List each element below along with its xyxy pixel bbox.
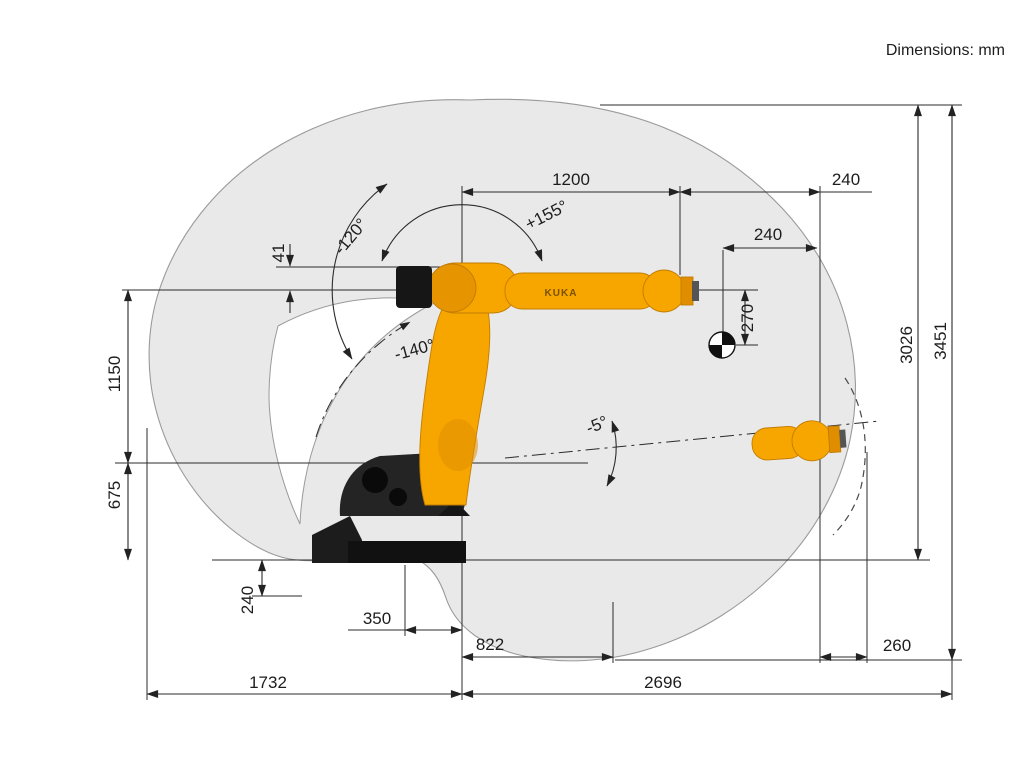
dim-41-label: 41 bbox=[269, 244, 288, 263]
dim-3026-label: 3026 bbox=[897, 326, 916, 364]
robot-brand-label: KUKA bbox=[545, 288, 578, 299]
dim-1200-label: 1200 bbox=[552, 170, 590, 189]
dim-240-mid-label: 240 bbox=[754, 225, 782, 244]
work-envelope-outline bbox=[148, 98, 856, 662]
dim-822-label: 822 bbox=[476, 635, 504, 654]
arc-plus-155 bbox=[381, 204, 543, 262]
dim-675-label: 675 bbox=[105, 481, 124, 509]
dim-350-label: 350 bbox=[363, 609, 391, 628]
dimension-lines bbox=[124, 104, 956, 698]
dim-1732-label: 1732 bbox=[249, 673, 287, 692]
flange-sweep-arc bbox=[832, 377, 866, 536]
robot-counterweight bbox=[396, 266, 432, 308]
dim-1150-label: 1150 bbox=[105, 356, 124, 393]
dim-260-label: 260 bbox=[883, 636, 911, 655]
robot-wrist-lowered bbox=[751, 420, 847, 462]
axis-centerlines bbox=[315, 321, 881, 459]
dim-240-bottomleft-label: 240 bbox=[238, 586, 257, 614]
arc-minus-5 bbox=[606, 420, 620, 487]
angle-arcs bbox=[331, 183, 620, 487]
units-label: Dimensions: mm bbox=[886, 42, 1005, 59]
robot: KUKA bbox=[312, 262, 847, 563]
center-of-mass-icon bbox=[708, 331, 736, 359]
robot-upper-arm bbox=[504, 272, 658, 310]
dim-3451-label: 3451 bbox=[931, 322, 950, 360]
wrist-axis-centerline bbox=[504, 420, 881, 459]
dim-240-top-label: 240 bbox=[832, 170, 860, 189]
robot-wrist bbox=[642, 269, 686, 313]
work-envelope bbox=[148, 98, 856, 662]
dim-270-label: 270 bbox=[738, 304, 757, 332]
robot-arm bbox=[419, 262, 847, 506]
dim-2696-label: 2696 bbox=[644, 673, 682, 692]
arc-minus-120 bbox=[331, 183, 388, 360]
